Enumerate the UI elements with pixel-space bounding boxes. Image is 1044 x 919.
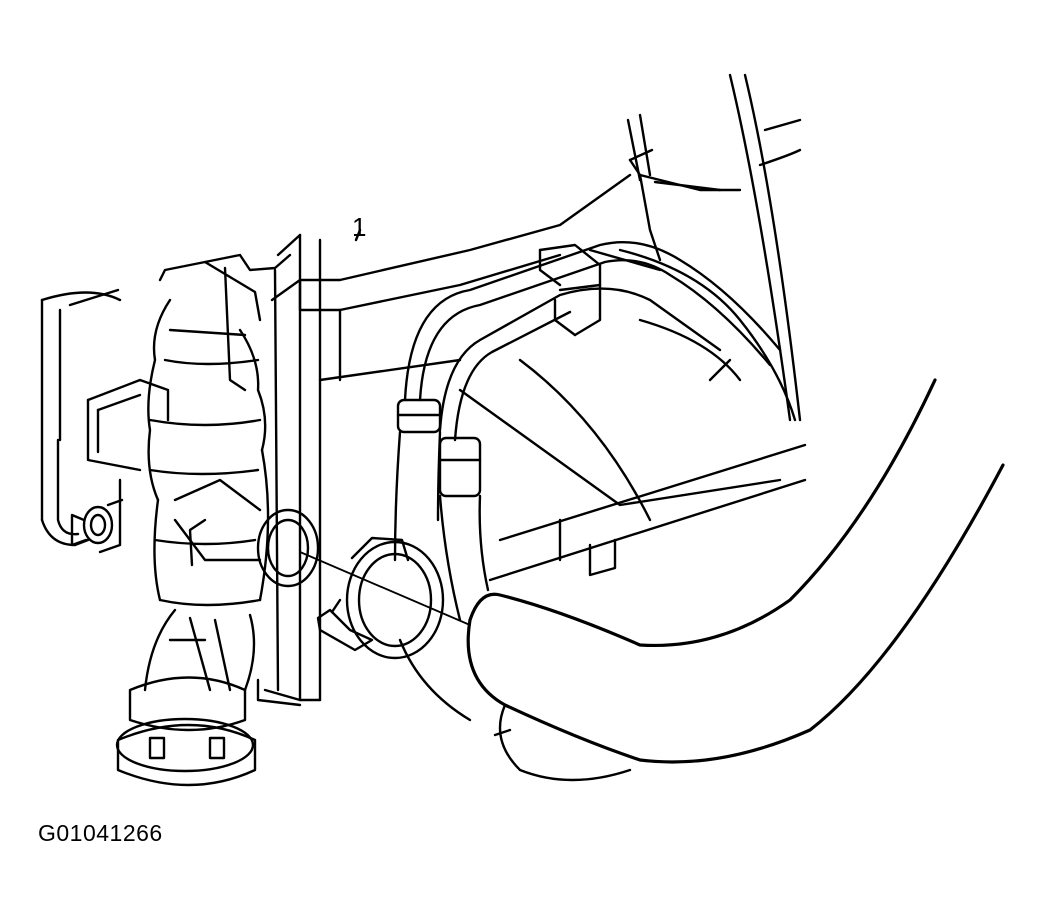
chassis-lines <box>398 358 807 722</box>
lower-radiator-hose[interactable] <box>466 378 1005 782</box>
radiator-upper-tank <box>270 148 742 382</box>
fender-outline <box>40 288 122 547</box>
figure-id-label: G01041266 <box>38 820 163 846</box>
radiator-tank <box>203 233 322 707</box>
outlet-pipe <box>173 478 320 588</box>
callout-number: 1 <box>352 212 367 242</box>
line-couplers <box>393 398 490 622</box>
lower-left-clamp <box>70 505 114 547</box>
drain-base <box>115 676 257 787</box>
cooler-lines <box>403 240 782 442</box>
hose-clamp <box>316 536 445 660</box>
radiator-outlet <box>143 260 270 692</box>
radiator-bracket <box>86 378 170 554</box>
fan-shroud <box>588 73 802 422</box>
